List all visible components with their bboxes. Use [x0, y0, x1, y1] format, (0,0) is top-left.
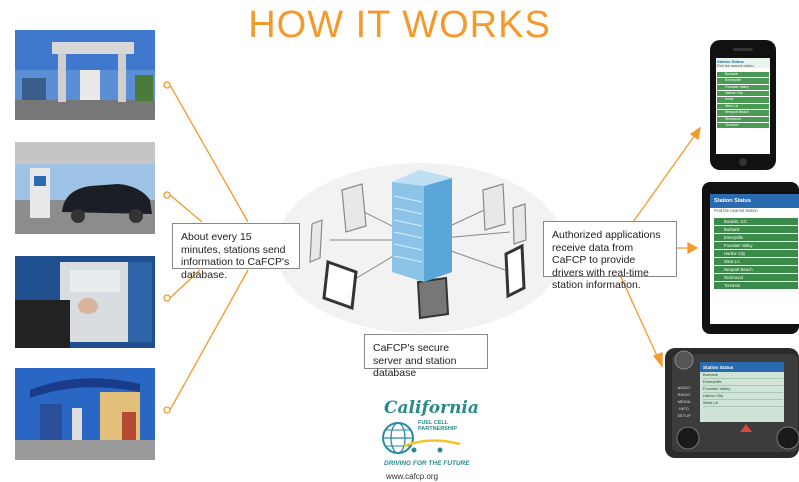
dispenser-nozzle-photo [15, 256, 155, 348]
tablet-station-item[interactable]: Emeryville [714, 234, 798, 241]
phone-station-item[interactable]: Irvine [717, 97, 769, 103]
car-station-item[interactable]: West LA [703, 400, 783, 407]
car-station-item[interactable]: Burbank [703, 372, 783, 379]
phone-screen: Station Status Find the nearest station … [717, 59, 769, 153]
stations-send-data-callout: About every 15 minutes, stations send in… [172, 223, 300, 281]
car-at-dispenser-photo [15, 142, 155, 234]
phone-station-item[interactable]: Fountain Valley [717, 84, 769, 91]
phone-station-item[interactable]: Newport Beach [717, 110, 769, 116]
phone-screen-title: Station Status [717, 59, 744, 64]
client-panels [309, 183, 527, 320]
phone-station-item[interactable]: Harbor City [717, 91, 769, 97]
tablet-station-item[interactable]: Newport Beach [714, 266, 798, 273]
tablet-screen-subtitle: Find the nearest station [714, 208, 758, 213]
apps-receive-data-callout: Authorized applications receive data fro… [543, 221, 677, 291]
car-station-item[interactable]: Emeryville [703, 379, 783, 386]
phone-station-item[interactable]: Emeryville [717, 78, 769, 84]
output-arrows [619, 126, 701, 368]
server-database-callout: CaFCP's secure server and station databa… [364, 334, 488, 379]
tablet-station-item[interactable]: Harbor City [714, 250, 798, 257]
phone-station-item[interactable]: Torrance [717, 123, 769, 129]
page-title: HOW IT WORKS [248, 4, 551, 46]
phone-station-item[interactable]: Richmond [717, 116, 769, 123]
logo-url[interactable]: www.cafcp.org [386, 472, 439, 481]
photo-connector-lines [169, 84, 249, 411]
car-menu-button[interactable]: AUDIO [677, 385, 691, 390]
phone-station-item[interactable]: Burbank [717, 71, 769, 78]
logo-wordmark: California [384, 398, 479, 418]
car-menu-button[interactable]: RADIO [677, 392, 691, 397]
car-menu-button[interactable]: MEDIA [677, 399, 691, 404]
car-menu-button[interactable]: SETUP [677, 413, 691, 418]
phone-screen-subtitle: Find the nearest station [717, 64, 754, 69]
cafcp-globe-logo [382, 422, 461, 454]
tablet-station-item[interactable]: Burbank [714, 226, 798, 233]
car-menu-button[interactable]: INFO [679, 406, 689, 411]
tablet-station-item[interactable]: Boulder, CO [714, 218, 798, 225]
car-station-item[interactable]: Harbor City [703, 393, 783, 400]
car-station-item[interactable]: Fountain Valley [703, 386, 783, 393]
tablet-station-item[interactable]: Torrance [714, 282, 798, 289]
tablet-screen: Station Status Find the nearest station … [711, 195, 798, 323]
logo-sub-line1: FUEL CELL [418, 420, 449, 426]
connector-dots [163, 81, 171, 414]
tablet-station-item[interactable]: Richmond [714, 274, 798, 281]
logo-tagline: DRIVING FOR THE FUTURE [384, 460, 470, 467]
canopy-fueling-station-photo [15, 30, 155, 120]
logo-subtitle: FUEL CELL PARTNERSHIP [418, 420, 457, 432]
tablet-station-item[interactable]: Fountain Valley [714, 242, 798, 249]
server-tower-icon [392, 170, 452, 282]
car-side-buttons: AUDIO RADIO MEDIA INFO SETUP [672, 384, 696, 419]
tablet-screen-title: Station Status [714, 198, 751, 204]
logo-sub-line2: PARTNERSHIP [418, 426, 458, 432]
car-screen-title: Station Status [703, 365, 734, 370]
tablet-station-item[interactable]: West LA [714, 258, 798, 265]
phone-station-item[interactable]: West LA [717, 103, 769, 110]
station-with-canopy-photo [15, 368, 155, 460]
